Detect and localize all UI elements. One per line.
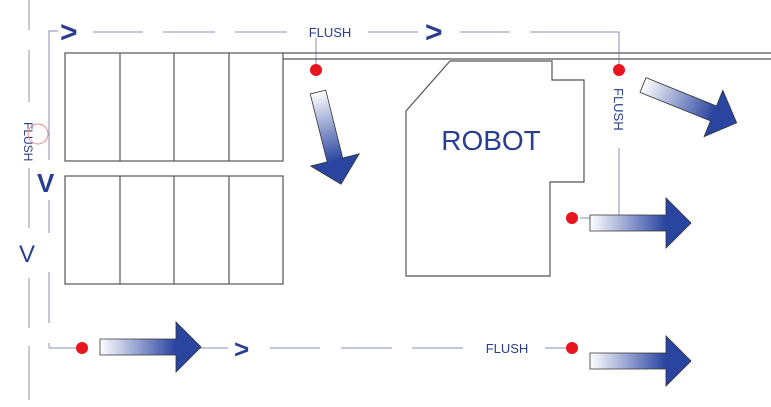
airflow-arrow xyxy=(309,89,361,185)
direction-right-icon: > xyxy=(234,334,249,364)
flush-point xyxy=(76,342,88,354)
direction-right-icon: > xyxy=(60,16,78,49)
wall-double-line xyxy=(283,52,771,60)
marker-circle xyxy=(27,123,49,145)
airflow-arrow xyxy=(589,335,692,387)
flush-point xyxy=(566,212,578,224)
robot-outline xyxy=(405,60,585,277)
flush-points xyxy=(76,64,625,354)
airflow-arrow xyxy=(99,321,202,373)
flush-label-top: FLUSH xyxy=(309,25,352,40)
flush-label-left: FLUSH xyxy=(21,122,35,161)
airflow-arrows xyxy=(99,77,738,387)
guide-lines xyxy=(48,30,620,349)
flush-point xyxy=(310,64,322,76)
flush-label-bottom: FLUSH xyxy=(486,341,529,356)
airflow-arrow xyxy=(639,77,738,138)
flush-point xyxy=(613,64,625,76)
flush-label-right: FLUSH xyxy=(611,88,626,131)
robot-label: ROBOT xyxy=(441,125,541,156)
rack-bottom-row xyxy=(64,175,284,285)
direction-down-icon: V xyxy=(37,168,55,198)
rack-top-row xyxy=(64,52,284,162)
direction-right-icon: > xyxy=(425,16,443,49)
direction-down-icon: V xyxy=(19,241,35,268)
flush-point xyxy=(566,342,578,354)
airflow-arrow xyxy=(589,197,692,249)
